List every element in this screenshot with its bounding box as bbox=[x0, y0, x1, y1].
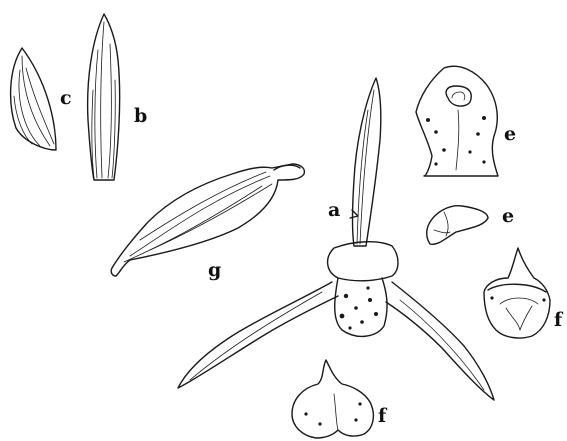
label-f-right: f bbox=[554, 309, 564, 331]
part-c-petal bbox=[11, 48, 56, 150]
part-e-pollinium bbox=[427, 206, 488, 245]
label-c: c bbox=[60, 87, 72, 109]
label-e-lower: e bbox=[502, 205, 514, 227]
label-f-bottom: f bbox=[378, 405, 388, 427]
label-g: g bbox=[208, 259, 221, 281]
part-f-anther bbox=[292, 360, 373, 438]
part-b-sepal bbox=[88, 14, 120, 180]
label-e-upper: e bbox=[504, 123, 516, 145]
label-b: b bbox=[134, 105, 147, 127]
part-e-lip bbox=[416, 66, 498, 176]
part-f-column-tip bbox=[484, 248, 550, 338]
label-a: a bbox=[328, 199, 340, 221]
